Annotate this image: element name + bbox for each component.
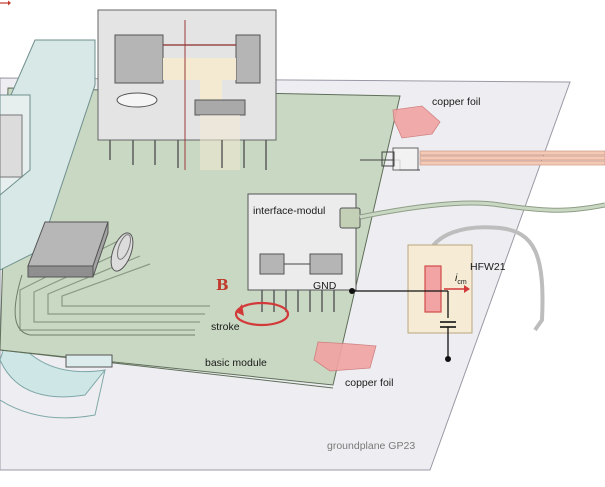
- label-icm-main: i: [455, 272, 458, 284]
- label-interface-modul: interface-modul: [253, 205, 326, 217]
- label-icm: icm: [455, 273, 467, 286]
- icm-arrow-head: [464, 285, 470, 293]
- side-connector-block: [0, 114, 23, 178]
- ribbon-cable-tail: [0, 369, 106, 419]
- interface-chip-left: [259, 253, 285, 275]
- interface-cable-core: [359, 201, 605, 219]
- board-edge: [0, 349, 334, 389]
- gnd-node: [349, 288, 355, 294]
- top-board-chip-left: [114, 34, 164, 84]
- interface-connector: [339, 207, 361, 229]
- copper-foil-bottom: [313, 341, 377, 372]
- probe-cable: [423, 225, 545, 332]
- interface-chip-right: [309, 253, 343, 275]
- top-board-chip-right: [235, 34, 261, 84]
- crystal-component: [110, 232, 134, 272]
- top-board-crystal: [116, 92, 158, 108]
- probe-coil: [424, 265, 442, 313]
- top-board-trace-area: [163, 58, 236, 100]
- label-gnd: GND: [313, 280, 337, 292]
- copper-foil-top: [392, 105, 441, 139]
- ground-node: [445, 356, 451, 362]
- chip-side: [27, 265, 94, 278]
- top-board-connector: [194, 99, 246, 116]
- label-copper-foil-bottom: copper foil: [345, 377, 394, 389]
- stroke-rotation-arrow: [234, 301, 290, 327]
- top-right-cable: [360, 147, 605, 171]
- label-groundplane: groundplane GP23: [327, 440, 416, 452]
- top-board-riser: [200, 115, 240, 170]
- b-vector-arrow: [0, 0, 11, 6]
- top-board-pins: [109, 140, 267, 170]
- label-b-field: B: [216, 276, 229, 294]
- label-basic-module: basic module: [205, 357, 267, 369]
- label-stroke: stroke: [211, 321, 240, 333]
- chip-side-right: [92, 221, 109, 278]
- label-copper-foil-top: copper foil: [432, 96, 481, 108]
- ribbon-connector: [65, 354, 113, 368]
- board-outline-inner: [14, 274, 195, 336]
- label-hfw21: HFW21: [470, 261, 506, 273]
- label-icm-sub: cm: [457, 279, 467, 287]
- interface-pins: [261, 290, 335, 312]
